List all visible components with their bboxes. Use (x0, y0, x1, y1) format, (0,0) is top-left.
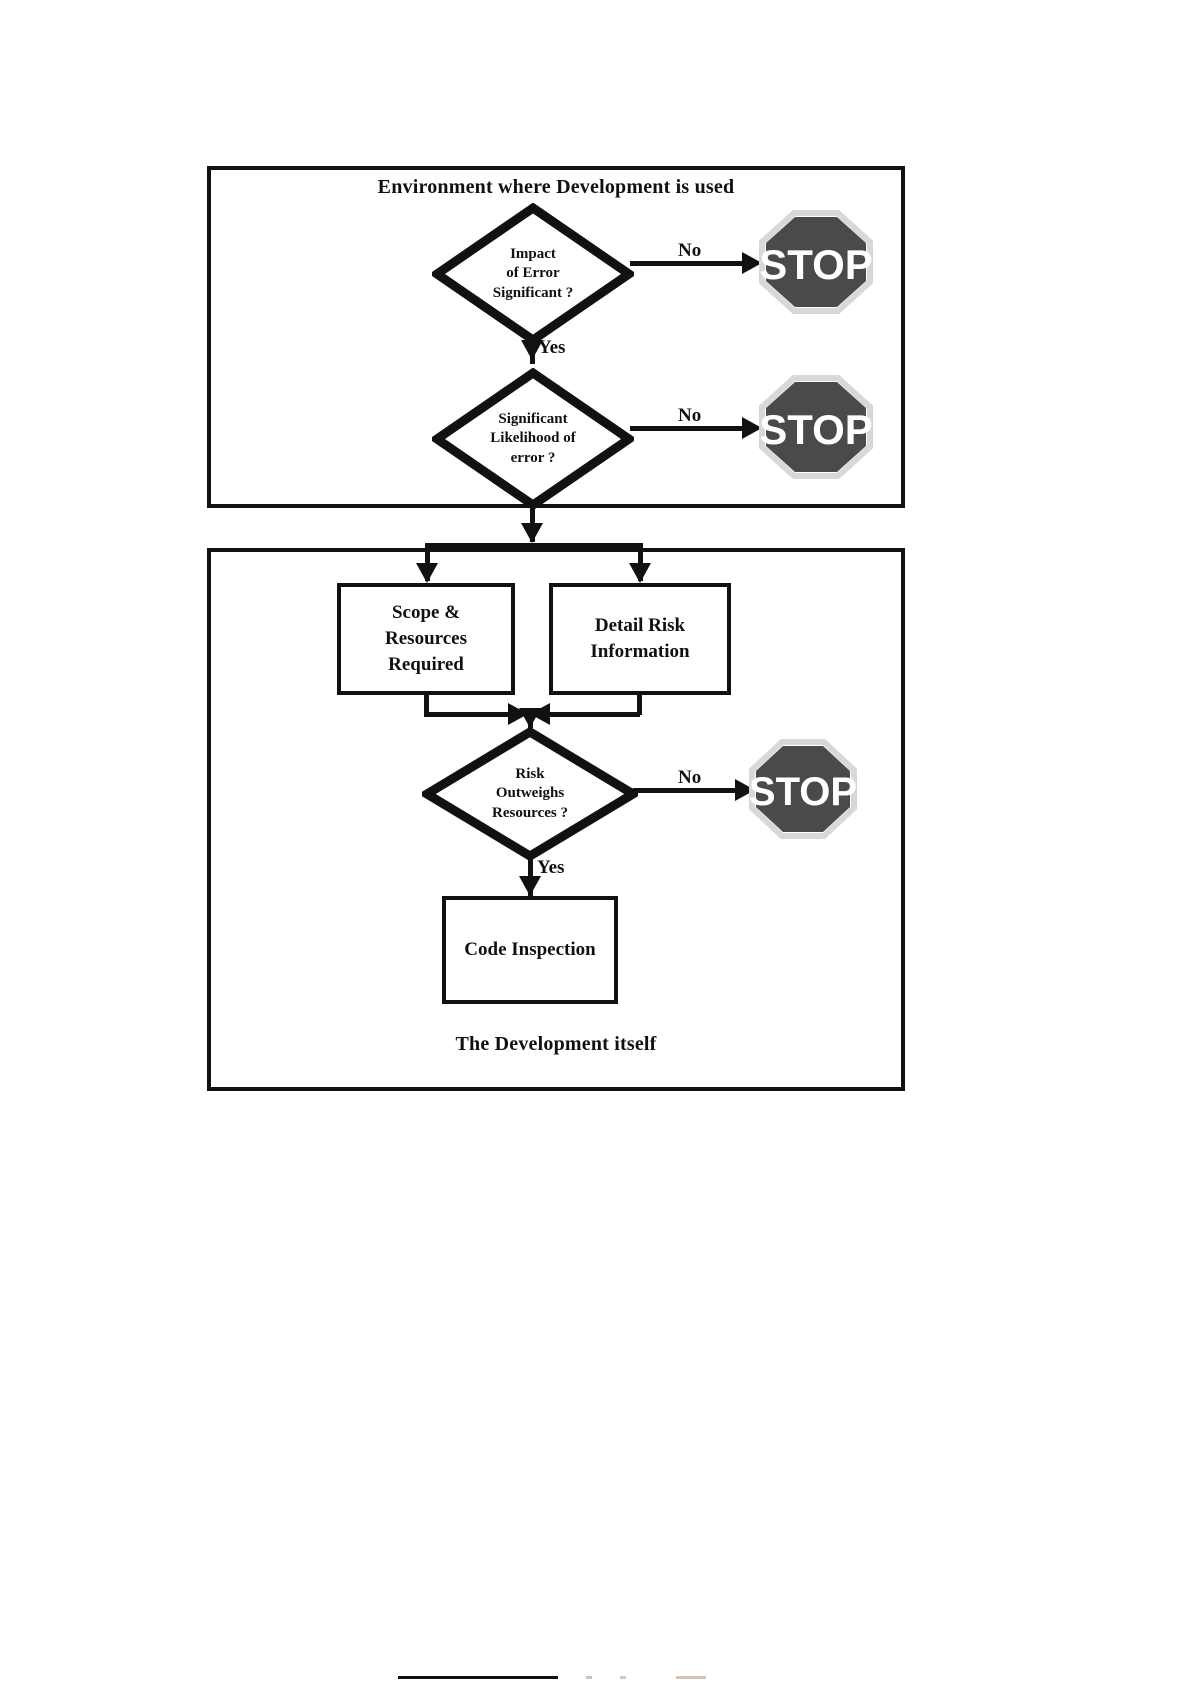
stop-sign-2-text: STOP (759, 406, 873, 453)
process-scope-resources: Scope & Resources Required (337, 583, 515, 695)
edge-likelihood-no-line (630, 426, 744, 431)
edge-likelihood-down-arrowhead (521, 523, 543, 543)
edge-label-risk-yes: Yes (537, 857, 565, 878)
merge-left-drop (424, 693, 429, 715)
stop-sign-3: STOP (748, 738, 858, 840)
diamond-shape (432, 368, 634, 510)
merge-right-bar (542, 712, 640, 717)
decision-impact-of-error: Impact of Error Significant ? (432, 203, 634, 345)
process-scope-line-3: Required (388, 654, 464, 676)
edge-likelihood-no-arrowhead (742, 417, 762, 439)
page-bottom-smudge (586, 1676, 706, 1679)
stop-sign-1-text: STOP (759, 241, 873, 288)
edge-risk-no-line (633, 788, 739, 793)
decision-significant-likelihood: Significant Likelihood of error ? (432, 368, 634, 510)
fork-left-drop (425, 543, 430, 581)
edge-label-impact-yes: Yes (538, 337, 566, 358)
stop-sign-1: STOP (758, 209, 874, 315)
merge-left-bar (424, 712, 520, 717)
process-detail-label: Detail Risk Information (590, 613, 689, 665)
decision-risk-outweighs-resources: Risk Outweighs Resources ? (422, 727, 638, 861)
edge-risk-yes-arrowhead (519, 876, 541, 896)
stop-sign-3-text: STOP (749, 770, 857, 814)
page-bottom-rule (398, 1676, 558, 1679)
stop-sign-2: STOP (758, 374, 874, 480)
process-detail-risk: Detail Risk Information (549, 583, 731, 695)
panel-environment-title: Environment where Development is used (377, 176, 735, 198)
process-scope-label: Scope & Resources Required (385, 600, 467, 679)
merge-center-arrowhead (519, 708, 541, 728)
edge-likelihood-down-line (530, 503, 535, 542)
edge-impact-no-arrowhead (742, 252, 762, 274)
process-code-inspection-line-1: Code Inspection (464, 938, 596, 960)
process-code-inspection: Code Inspection (442, 896, 618, 1004)
process-scope-line-1: Scope & (391, 601, 461, 623)
edge-label-risk-no: No (678, 767, 702, 788)
edge-label-likelihood-no: No (678, 405, 702, 426)
edge-risk-yes-line (528, 852, 533, 896)
process-code-inspection-label: Code Inspection (464, 937, 595, 963)
edge-label-impact-no: No (678, 240, 702, 261)
diamond-shape (432, 203, 634, 345)
merge-right-drop (637, 693, 642, 715)
process-scope-line-2: Resources (385, 627, 467, 649)
fork-right-arrowhead (629, 563, 651, 583)
process-detail-line-2: Information (590, 641, 690, 662)
fork-right-drop (638, 543, 643, 581)
diamond-shape (422, 727, 638, 861)
panel-development-title: The Development itself (455, 1033, 657, 1055)
fork-left-arrowhead (416, 563, 438, 583)
process-detail-line-1: Detail Risk (594, 614, 686, 636)
fork-bar (425, 543, 643, 548)
edge-impact-yes-arrowhead (521, 340, 543, 360)
edge-impact-no-line (630, 261, 744, 266)
